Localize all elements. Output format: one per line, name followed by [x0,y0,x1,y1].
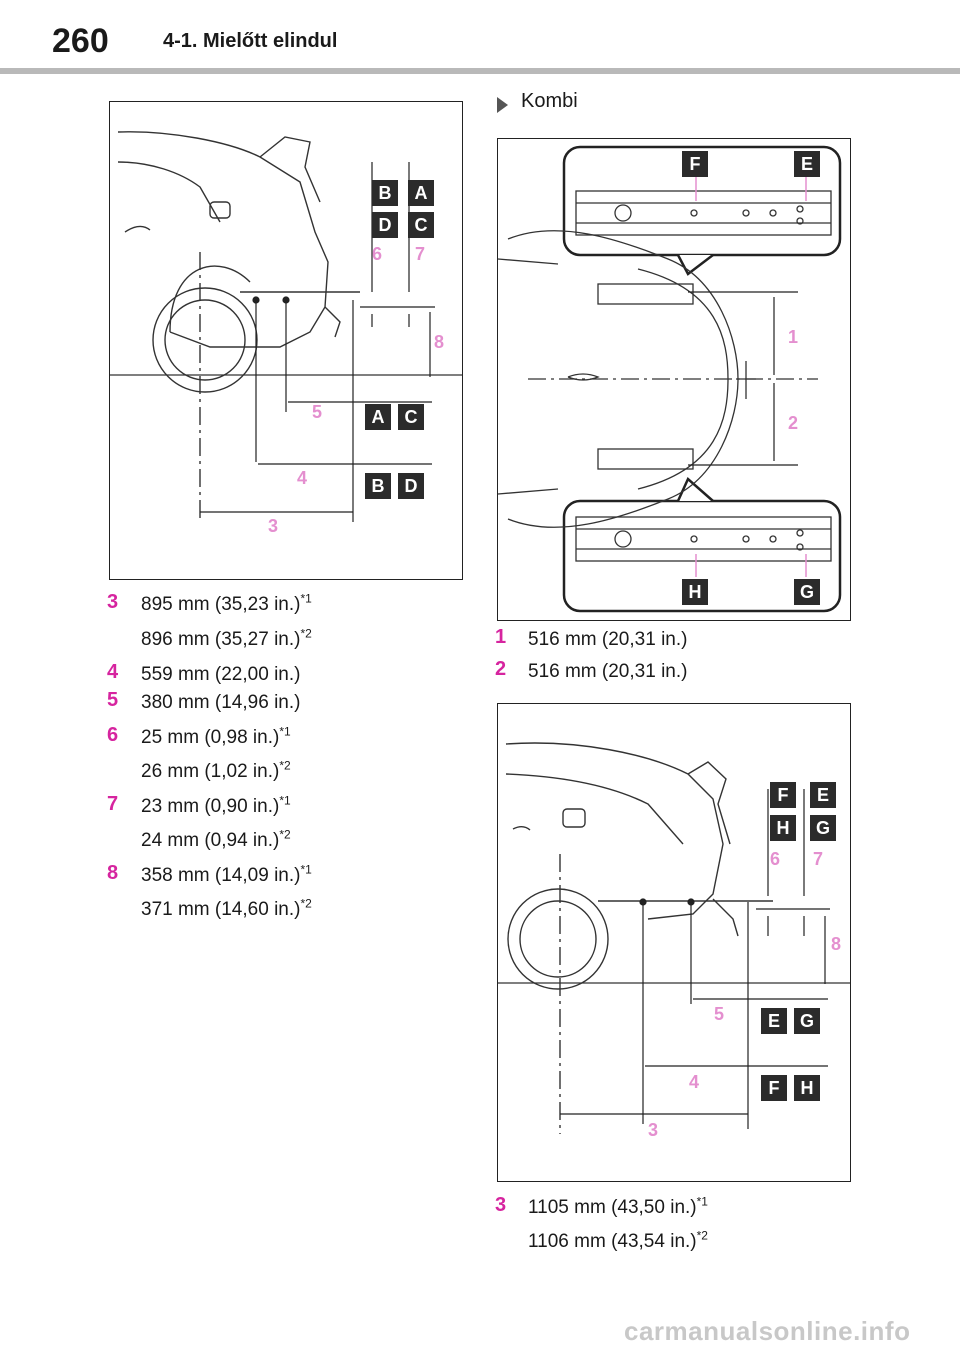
item-text: 26 mm (1,02 in.)*2 [141,758,291,782]
tag-b-2: B [365,473,391,499]
dim-1: 1 [788,327,799,347]
kombi-underside-drawing [498,145,842,613]
watermark: carmanualsonline.info [624,1316,911,1346]
item-text: 1105 mm (43,50 in.)*1 [528,1194,708,1218]
tag-d: D [372,212,398,238]
item-text: 1106 mm (43,54 in.)*2 [528,1228,708,1252]
item-text: 380 mm (14,96 in.) [141,692,301,713]
tag-e-2: E [761,1008,787,1034]
item-text: 23 mm (0,90 in.)*1 [141,793,291,817]
item-number: 3 [107,591,119,613]
tag-d-2: D [398,473,424,499]
item-number: 5 [107,689,119,711]
tag-a: A [408,180,434,206]
tag-g-2: G [794,1008,820,1034]
dim-2: 2 [788,413,799,433]
item-text: 371 mm (14,60 in.)*2 [141,896,312,920]
tag-f: F [770,782,796,808]
section-title: 4-1. Mielőtt elindul [163,30,338,52]
dim-5: 5 [312,402,323,422]
item-text: 559 mm (22,00 in.) [141,664,301,685]
tag-h: H [682,579,708,605]
dim-3: 3 [648,1120,659,1140]
page-number: 260 [52,22,109,60]
kombi-rear-drawing [498,742,850,1134]
tag-g: G [810,815,836,841]
item-text: 516 mm (20,31 in.) [528,661,688,682]
figure-kombi-underside: F E H G 1 2 [497,138,851,621]
item-text: 25 mm (0,98 in.)*1 [141,724,291,748]
tag-c-2: C [398,404,424,430]
item-number: 7 [107,793,119,815]
tag-e: E [794,151,820,177]
tag-b: B [372,180,398,206]
tag-f: F [682,151,708,177]
item-number: 4 [107,661,119,683]
item-text: 516 mm (20,31 in.) [528,629,688,650]
tag-g: G [794,579,820,605]
tag-c: C [408,212,434,238]
dim-6: 6 [770,849,781,869]
tag-h: H [770,815,796,841]
dim-3: 3 [268,516,279,536]
item-number: 6 [107,724,119,746]
kombi-heading: Kombi [521,90,578,112]
figure-hatchback-rear: B A D C A C B D 6 7 8 5 4 3 [109,101,463,580]
item-number: 1 [495,626,507,648]
dim-7: 7 [415,244,426,264]
dim-6: 6 [372,244,383,264]
tag-e: E [810,782,836,808]
tag-a-2: A [365,404,391,430]
tag-f-2: F [761,1075,787,1101]
hatchback-rear-drawing [110,131,462,522]
tag-h-2: H [794,1075,820,1101]
item-number: 8 [107,862,119,884]
dim-7: 7 [813,849,824,869]
item-text: 358 mm (14,09 in.)*1 [141,862,312,886]
dim-4: 4 [689,1072,700,1092]
triangle-bullet-icon [497,97,508,113]
dim-4: 4 [297,468,308,488]
item-text: 24 mm (0,94 in.)*2 [141,827,291,851]
item-text: 896 mm (35,27 in.)*2 [141,626,312,650]
figure-kombi-rear: F E H G E G F H 6 7 8 5 4 3 [497,703,851,1182]
dim-5: 5 [714,1004,725,1024]
header-rule [0,68,960,74]
item-text: 895 mm (35,23 in.)*1 [141,591,312,615]
dim-8: 8 [831,934,842,954]
dim-8: 8 [434,332,445,352]
item-number: 2 [495,658,507,680]
item-number: 3 [495,1194,507,1216]
page-header: 260 4-1. Mielőtt elindul [0,0,960,78]
